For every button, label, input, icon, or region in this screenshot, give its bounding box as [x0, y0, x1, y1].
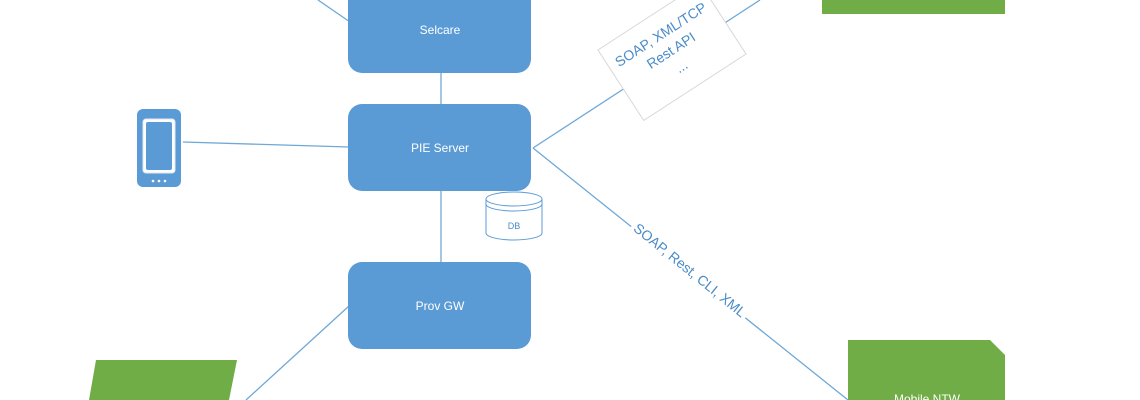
prov-gw-node: Prov GW: [348, 262, 531, 349]
protocol-label-bottom-right: SOAP, Rest, CLI, XML: [627, 217, 753, 323]
pie-server-node: PIE Server: [348, 104, 531, 191]
mobile-ntw-label: Mobile NTW: [894, 392, 961, 400]
protocol-note-top-right: SOAP, XML/TCP Rest API ...: [597, 0, 747, 122]
connector-selcare-offscreen: [317, 0, 351, 23]
db-label: DB: [508, 221, 521, 231]
mobile-ntw-box: [848, 340, 1005, 400]
connector-phone-pie: [182, 141, 350, 148]
mobile-phone-icon: [137, 109, 181, 187]
connector-provgw-green: [245, 305, 350, 400]
external-system-bottom-left: [89, 360, 237, 400]
external-system-top-right: [822, 0, 1005, 14]
selcare-node: Selcare: [348, 0, 531, 73]
prov-gw-label: Prov GW: [416, 299, 465, 313]
selcare-label: Selcare: [420, 23, 461, 37]
pie-server-label: PIE Server: [411, 141, 469, 155]
database-cylinder-icon: DB: [485, 191, 543, 241]
protocol-bottom-text: SOAP, Rest, CLI, XML: [631, 220, 750, 321]
